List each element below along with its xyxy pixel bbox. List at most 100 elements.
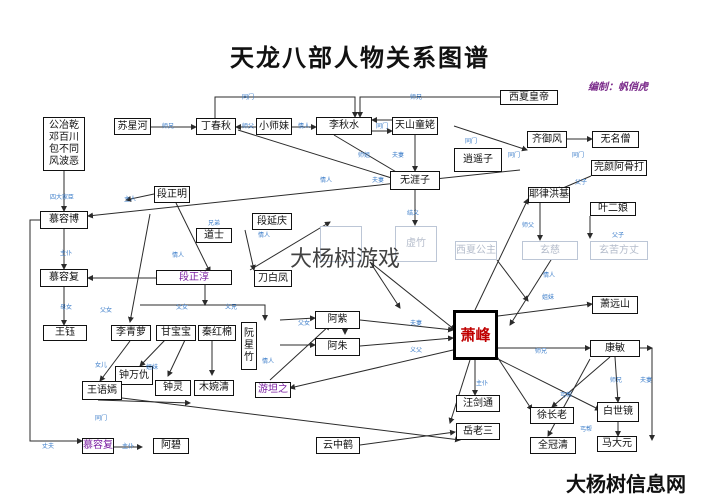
edge-label: 父子 — [575, 179, 588, 186]
site-logo-text: 大杨树信息网 — [566, 472, 686, 496]
node-baishijing: 白世镜 — [597, 402, 639, 422]
edge-label: 师父 — [522, 222, 535, 229]
node-yeerniang: 叶二娘 — [590, 202, 636, 216]
node-xiaoshimei: 小师妹 — [256, 118, 292, 135]
edge-label: 义兄 — [225, 304, 238, 311]
node-quanguanqing: 全冠清 — [530, 437, 576, 454]
node-xuanci: 玄慈 — [522, 241, 578, 260]
edge — [495, 354, 533, 411]
edge-label: 情人 — [543, 272, 556, 279]
edge-label: 主仆 — [122, 443, 135, 450]
edge-label: 主仆 — [60, 250, 73, 257]
edge-label: 同门 — [242, 94, 255, 101]
edge-label: 情人 — [298, 123, 311, 130]
edge — [369, 261, 456, 331]
node-yuelaosan: 岳老三 — [456, 423, 500, 440]
node-qiyufeng: 齐御风 — [527, 131, 567, 148]
edge-label: 师兄 — [410, 94, 423, 101]
node-kangmin: 康敏 — [590, 340, 640, 357]
edge — [244, 229, 256, 271]
edge — [127, 213, 151, 323]
edge-label: 同门 — [572, 152, 585, 159]
node-wangyuyan: 王语嫣 — [82, 381, 122, 400]
edge — [359, 335, 454, 347]
edge-label: 丐帮 — [560, 392, 573, 399]
edge-label: 夫妻 — [392, 152, 405, 159]
edge — [509, 251, 557, 326]
node-wanyanaguda: 完颜阿骨打 — [591, 160, 647, 176]
edge-label: 母女 — [60, 304, 73, 311]
edge — [139, 339, 166, 367]
edge — [369, 261, 401, 309]
edge — [87, 169, 521, 219]
node-duanzhengming: 段正明 — [154, 186, 190, 203]
edge-label: 父女 — [298, 320, 311, 327]
edge — [453, 125, 528, 152]
node-murongfu-2: 慕容复 — [82, 438, 114, 454]
edge-label: 同门 — [376, 123, 389, 130]
edge-label: 主人 — [124, 196, 137, 203]
node-suxinghe: 苏星河 — [114, 118, 151, 135]
site-logo: 大杨树信息网 — [566, 468, 686, 497]
edge-label: 师姐 — [358, 152, 371, 159]
edge-label: 四大家臣 — [50, 194, 75, 201]
node-liqingluo: 李青萝 — [111, 325, 151, 341]
diagram-title: 天龙八部人物关系图谱 — [230, 43, 490, 72]
node-duanzhengchun: 段正淳 — [156, 270, 232, 285]
node-yunzhonghe: 云中鹤 — [316, 437, 360, 454]
edge-label: 夫妻 — [410, 320, 423, 327]
node-gongye: 公冶乾 邓百川 包不同 风波恶 — [43, 117, 85, 171]
edge — [289, 349, 454, 390]
edge-label: 情人 — [172, 252, 185, 259]
node-xuanku: 玄苦方丈 — [590, 241, 648, 260]
node-murongbo: 慕容博 — [40, 211, 88, 229]
node-wangyu: 王钰 — [43, 325, 87, 341]
node-azhu: 阿朱 — [315, 338, 360, 356]
edge — [97, 394, 461, 443]
edge — [269, 324, 331, 381]
node-faded-box — [320, 226, 362, 262]
edge-label: 夫妻 — [640, 377, 653, 384]
node-daobaifeng: 刀白凤 — [254, 270, 292, 287]
edge-label: 丐帮 — [580, 426, 593, 433]
edge-label: 情人 — [320, 177, 333, 184]
node-yeluhongji: 耶律洪基 — [528, 187, 570, 203]
edge-label: 父女 — [176, 304, 189, 311]
node-wumingseng: 无名僧 — [592, 131, 639, 148]
node-xiaoyuanshan: 萧远山 — [592, 296, 638, 314]
edge-label: 夫妻 — [372, 177, 385, 184]
node-daoshi: 道士 — [196, 228, 232, 243]
edge-label: 兄弟 — [208, 220, 221, 227]
node-xixiagongzhu: 西夏公主 — [455, 241, 497, 260]
edge — [614, 356, 621, 403]
node-xiaofeng: 萧峰 — [453, 310, 498, 360]
edge — [175, 202, 211, 273]
edge — [249, 221, 331, 271]
edge — [551, 356, 611, 408]
node-duanyanqing: 段延庆 — [252, 213, 292, 230]
edge — [97, 399, 191, 406]
edge — [167, 339, 186, 377]
node-zhongling: 钟灵 — [155, 380, 191, 396]
node-xixiahuangdi: 西夏皇帝 — [500, 90, 558, 105]
edge-label: 同门 — [465, 138, 478, 145]
node-wuyazi: 无涯子 — [390, 171, 440, 190]
edge-label: 父子 — [612, 232, 625, 239]
node-ganbaobao: 甘宝宝 — [156, 325, 196, 341]
edge — [279, 315, 316, 322]
edge — [496, 259, 529, 302]
edge-label: 同门 — [508, 152, 521, 159]
edge — [99, 340, 131, 382]
edge-label: 女儿 — [95, 362, 108, 369]
edge-label: 师父 — [242, 123, 255, 130]
node-xiaoyaozi: 逍遥子 — [454, 148, 502, 172]
node-ruanxingzhu: 阮星竹 — [241, 322, 257, 370]
edge-label: 主仆 — [476, 380, 489, 387]
edge — [359, 319, 454, 333]
edge-label: 师兄 — [535, 348, 548, 355]
node-liqiushui: 李秋水 — [316, 117, 372, 135]
node-xuzhu: 虚竹 — [395, 226, 437, 262]
edge — [495, 357, 601, 411]
edge-label: 父女 — [100, 307, 113, 314]
node-dingchunqiu: 丁春秋 — [196, 118, 236, 135]
